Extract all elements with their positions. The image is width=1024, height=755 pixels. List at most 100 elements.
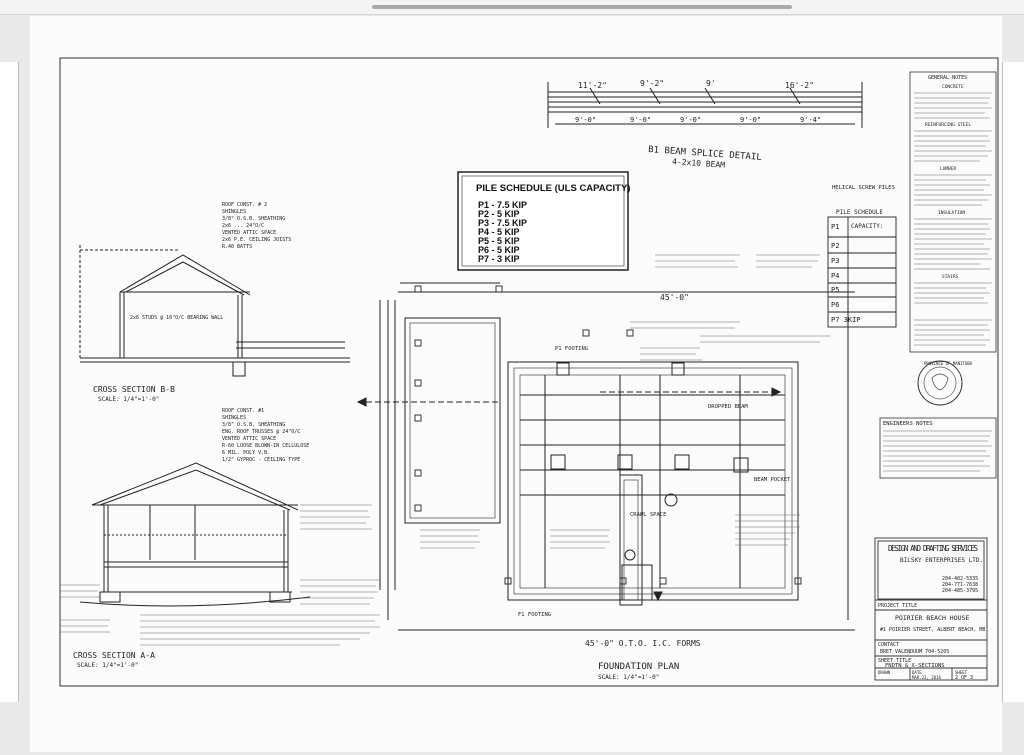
- firm-name: DESIGN AND DRAFTING SERVICES: [888, 544, 978, 553]
- general-notes-title: GENERAL NOTES: [928, 75, 967, 81]
- foundation-plan: [356, 282, 855, 631]
- pile-schedule-title: PILE SCHEDULE (ULS CAPACITY): [476, 183, 630, 194]
- roof-note: ROOF CONST. #1: [222, 408, 264, 414]
- helical-row: P4: [831, 272, 839, 280]
- contact-label: CONTACT: [878, 642, 899, 648]
- plan-note: F1 FOOTING: [518, 612, 551, 618]
- project-title-label: PROJECT TITLE: [878, 603, 917, 609]
- date: MAR.23, 2016: [912, 675, 941, 680]
- roof-note: R-60 LOOSE BLOWN-IN CELLULOSE: [222, 443, 309, 449]
- phone: 204-771-7638: [942, 582, 978, 588]
- helical-row: P6: [831, 301, 839, 309]
- roof-note: 3/8" O.S.B. SHEATHING: [222, 422, 285, 428]
- notes-heading: INSULATION: [938, 210, 965, 216]
- capacity-label: CAPACITY:: [851, 223, 884, 230]
- seal-label: PROVINCE OF MANITOBA: [924, 361, 973, 366]
- helical-pile-table: [827, 216, 897, 328]
- dim-label: 9'-2": [640, 79, 664, 88]
- project-title: POIRIER BEACH HOUSE: [895, 614, 969, 622]
- roof-note: 2x6 P.E. CEILING JOISTS: [222, 237, 291, 243]
- adjacent-page-right: [1002, 62, 1024, 702]
- pile-row: P7 - 3 KIP: [478, 254, 520, 264]
- pile-row: P5 - 5 KIP: [478, 236, 520, 246]
- roof-note: 6 MIL. POLY V.B.: [222, 450, 270, 456]
- company-name: BILSKY ENTERPRISES LTD.: [900, 557, 983, 564]
- general-notes-panel: [909, 71, 997, 353]
- pile-row: P3 - 7.5 KIP: [478, 218, 527, 228]
- beam-splice-subtitle: 4-2x10 BEAM: [672, 157, 726, 170]
- sheet-label: SHEET: [955, 670, 968, 675]
- adjacent-page-left: [0, 62, 19, 702]
- project-address: #1 POIRIER STREET, ALBERT BEACH, MB.: [880, 627, 988, 633]
- helical-schedule-title: PILE SCHEDULE: [836, 209, 883, 216]
- roof-note: VENTED ATTIC SPACE: [222, 436, 276, 442]
- helical-row: P5: [831, 286, 839, 294]
- plan-note: DROPPED BEAM: [708, 404, 748, 410]
- plan-overall-dim: 45'-0": [660, 293, 689, 302]
- engineers-notes-title: ENGINEERS NOTES: [883, 421, 933, 427]
- section-aa-note-lines: [60, 504, 380, 646]
- section-bb-title: CROSS SECTION B-B: [93, 385, 175, 394]
- engineers-notes-box: [879, 417, 997, 479]
- drawn-label: DRAWN: [878, 670, 891, 675]
- beam-splice-detail: [547, 82, 863, 128]
- pile-row: P2 - 5 KIP: [478, 209, 520, 219]
- engineer-seal: [917, 360, 963, 406]
- horizontal-scrollbar[interactable]: [372, 5, 792, 9]
- sheet-title: FNDTN & X-SECTIONS: [885, 663, 945, 669]
- dim-label: 9'-0": [575, 116, 596, 124]
- section-aa-title: CROSS SECTION A-A: [73, 651, 155, 660]
- roof-note: 3/8" O.S.B. SHEATHING: [222, 216, 285, 222]
- section-bb-scale: SCALE: 1/4"=1'-0": [98, 396, 159, 403]
- sheet-title-label: SHEET TITLE: [878, 658, 911, 664]
- pile-schedule-box: [457, 171, 629, 271]
- helical-row: P2: [831, 242, 839, 250]
- notes-heading: STAIRS: [942, 274, 959, 280]
- drawing-sheet: [30, 16, 1002, 752]
- pile-row: P4 - 5 KIP: [478, 227, 520, 237]
- viewer-top-bar: [0, 0, 1024, 15]
- notes-heading: REINFORCING STEEL: [925, 122, 971, 128]
- roof-note: 1/2" GYPROC - CEILING TYPE: [222, 457, 300, 463]
- dim-label: 9'-4": [800, 116, 821, 124]
- plan-scale: SCALE: 1/4"=1'-0": [598, 674, 659, 681]
- section-aa-scale: SCALE: 1/4"=1'-0": [77, 662, 138, 669]
- roof-note: SHINGLES: [222, 209, 246, 215]
- notes-heading: LUMBER: [940, 166, 957, 172]
- general-notes-text-lines: [914, 92, 992, 346]
- helical-row: P3: [831, 257, 839, 265]
- roof-note: R.40 BATTS: [222, 244, 252, 250]
- sheet-number: 2 OF 3: [955, 675, 973, 681]
- dim-label: 9': [706, 79, 716, 88]
- plan-bottom-dim: 45'-0" O.T.O. I.C. FORMS: [585, 639, 701, 648]
- date-label: DATE: [912, 670, 922, 675]
- dim-label: 9'-0": [680, 116, 701, 124]
- dim-label: 9'-0": [630, 116, 651, 124]
- roof-note: ENG. ROOF TRUSSES @ 24"O/C: [222, 429, 300, 435]
- engineers-notes-lines: [883, 430, 992, 472]
- roof-note: 2x6 ... 24"O/C: [222, 223, 264, 229]
- helical-row: P1: [831, 223, 839, 231]
- roof-note: VENTED ATTIC SPACE: [222, 230, 276, 236]
- plan-note-lines: [420, 254, 830, 549]
- notes-heading: CONCRETE: [942, 84, 964, 90]
- bearing-wall-note: 2x6 STUDS @ 16"O/C BEARING WALL: [130, 315, 223, 321]
- title-block: [874, 537, 988, 681]
- contact: BRET VALENDUUM 704-5205: [880, 649, 949, 655]
- plan-note: CRAWL SPACE: [630, 512, 666, 518]
- pile-row: P1 - 7.5 KIP: [478, 200, 527, 210]
- helical-pile-title: HELICAL SCREW PILES: [832, 185, 895, 191]
- phone: 204-485-3795: [942, 588, 978, 594]
- plan-note: P1 FOOTING: [555, 346, 588, 352]
- roof-note: ROOF CONST. # 2: [222, 202, 267, 208]
- phone: 204-482-5335: [942, 576, 978, 582]
- cross-section-bb: [79, 245, 350, 377]
- roof-note: SHINGLES: [222, 415, 246, 421]
- pile-row: P6 - 5 KIP: [478, 245, 520, 255]
- dim-label: 11'-2": [578, 81, 607, 90]
- dim-label: 9'-0": [740, 116, 761, 124]
- dim-label: 16'-2": [785, 81, 814, 90]
- helical-row: P7 3KIP: [831, 316, 861, 324]
- plan-title: FOUNDATION PLAN: [598, 662, 679, 672]
